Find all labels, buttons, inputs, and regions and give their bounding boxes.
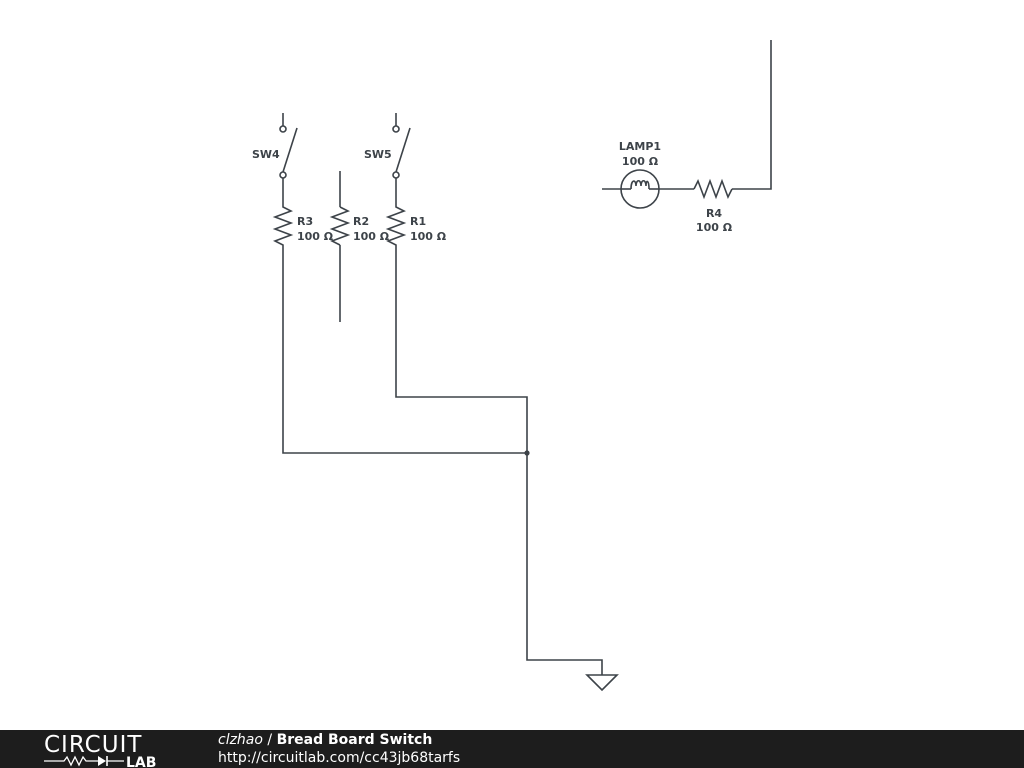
r2-name-label: R2	[353, 215, 369, 228]
lamp1-value-label: 100 Ω	[622, 155, 659, 168]
project-url[interactable]: http://circuitlab.com/cc43jb68tarfs	[218, 750, 461, 766]
lamp-lamp1[interactable]: LAMP1 100 Ω	[602, 140, 661, 209]
wire-r3-to-junction	[282, 250, 527, 454]
sw5-label: SW5	[364, 148, 392, 161]
wire-r1-to-junction	[395, 250, 528, 453]
logo-bottom-text: LAB	[126, 755, 156, 768]
r1-name-label: R1	[410, 215, 426, 228]
r1-value-label: 100 Ω	[410, 230, 447, 243]
r3-name-label: R3	[297, 215, 313, 228]
sw4-label: SW4	[252, 148, 280, 161]
resistor-r2[interactable]: R2 100 Ω	[329, 171, 390, 322]
resistor-r3[interactable]: R3 100 Ω	[272, 203, 334, 250]
r2-value-label: 100 Ω	[353, 230, 390, 243]
junction-dot	[524, 450, 530, 456]
r4-value-label: 100 Ω	[696, 221, 733, 234]
lamp1-name-label: LAMP1	[619, 140, 661, 153]
logo-circuit-squiggle-icon	[44, 755, 124, 767]
author-name[interactable]: clzhao	[218, 732, 263, 748]
switch-sw4[interactable]: SW4	[252, 113, 298, 203]
resistor-r4[interactable]: R4 100 Ω	[659, 40, 772, 234]
ground-symbol-icon[interactable]	[585, 674, 619, 692]
logo-top-text: CIRCUIT	[44, 732, 142, 758]
title-separator: /	[262, 732, 277, 748]
r4-name-label: R4	[706, 207, 722, 220]
resistor-r1[interactable]: R1 100 Ω	[385, 203, 447, 250]
project-title[interactable]: Bread Board Switch	[276, 732, 433, 748]
wire-junction-to-ground	[526, 453, 603, 675]
footer-title-line: clzhao / Bread Board Switch	[218, 731, 460, 749]
footer-bar: CIRCUIT LAB clzhao / Bread Board Switch …	[0, 730, 1024, 768]
circuitlab-logo[interactable]: CIRCUIT LAB	[44, 731, 176, 768]
switch-sw5[interactable]: SW5	[364, 113, 411, 203]
footer-info: clzhao / Bread Board Switch http://circu…	[218, 731, 460, 767]
schematic-canvas: SW4 SW5 R3 100 Ω R2 100 Ω R1	[252, 40, 772, 692]
r3-value-label: 100 Ω	[297, 230, 334, 243]
